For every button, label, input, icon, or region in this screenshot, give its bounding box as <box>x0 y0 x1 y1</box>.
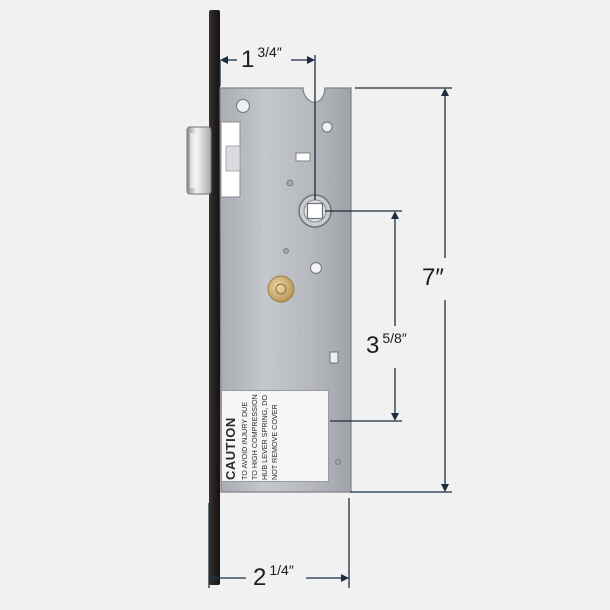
backset-fraction: 3/4″ <box>257 44 282 60</box>
faceplate <box>209 10 220 585</box>
body-width-whole: 2 <box>253 564 267 591</box>
height-whole: 7″ <box>422 264 444 291</box>
caution-line-3: HUB LEVER SPRING, DO <box>260 394 269 480</box>
center-whole: 3 <box>366 332 380 359</box>
center-fraction: 5/8″ <box>382 330 407 346</box>
warranty-seal <box>267 275 295 303</box>
caution-title: CAUTION <box>223 417 238 480</box>
height-dimension-label: 7″ <box>422 266 444 290</box>
caution-line-2: TO HIGH COMPRESSION <box>250 394 259 480</box>
top-right-rivet <box>321 121 333 133</box>
caution-line-4: NOT REMOVE COVER <box>270 404 279 480</box>
mid-hole <box>309 261 323 275</box>
caution-sticker: CAUTION TO AVOID INJURY DUE TO HIGH COMP… <box>221 390 329 482</box>
caution-line-1: TO AVOID INJURY DUE <box>240 401 249 480</box>
spindle-square <box>306 202 324 220</box>
body-width-fraction: 1/4″ <box>269 562 294 578</box>
top-screw <box>235 98 251 114</box>
backset-whole: 1 <box>241 46 255 73</box>
